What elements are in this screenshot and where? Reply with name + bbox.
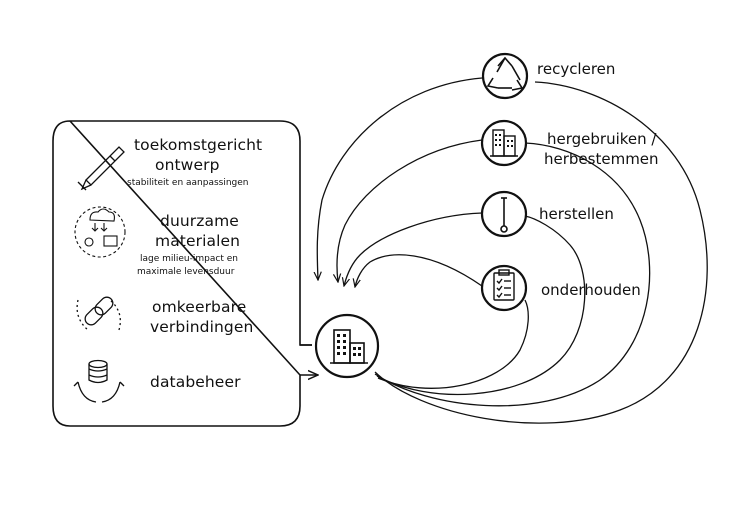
database-hands-icon xyxy=(73,359,125,403)
item1-subtitle: stabiliteit en aanpassingen xyxy=(127,178,249,188)
loop-onderhouden xyxy=(377,299,529,389)
item3-title-line2: verbindingen xyxy=(150,318,254,336)
label-onderhouden: onderhouden xyxy=(541,281,641,299)
item2-title-line1: duurzame xyxy=(160,212,239,230)
left-panel-box xyxy=(52,120,312,427)
label-hergebruiken-line2: herbestemmen xyxy=(544,150,659,168)
pen-icon xyxy=(77,146,125,191)
item1-title-line1: toekomstgericht xyxy=(134,136,263,154)
arrow-onderhouden xyxy=(355,254,483,287)
building-reuse-icon xyxy=(480,119,528,167)
item4-title: databeheer xyxy=(150,373,241,391)
cycle-loops xyxy=(317,77,708,424)
arrow-recycleren xyxy=(317,77,483,280)
item2-subtitle-line2: maximale levensduur xyxy=(137,267,235,277)
label-herstellen: herstellen xyxy=(539,205,614,223)
arrow-herstellen xyxy=(344,212,483,286)
loop-herstellen xyxy=(376,215,586,396)
clipboard-checklist-icon xyxy=(480,264,528,312)
item2-title-line2: materialen xyxy=(155,232,241,250)
wrench-icon xyxy=(480,190,528,238)
co2-materials-icon xyxy=(74,206,126,258)
item2-subtitle-line1: lage milieu-impact en xyxy=(140,254,238,264)
label-recycleren: recycleren xyxy=(537,60,616,78)
item1-title-line2: ontwerp xyxy=(155,156,220,174)
center-building xyxy=(314,313,380,379)
recycle-icon xyxy=(481,52,529,100)
loop-hergebruiken xyxy=(374,142,651,407)
building-icon xyxy=(330,329,368,364)
item3-title-line1: omkeerbare xyxy=(152,298,247,316)
arrow-hergebruiken xyxy=(337,139,483,282)
chain-link-icon xyxy=(76,296,121,331)
loop-recycleren xyxy=(374,81,708,424)
label-hergebruiken-line1: hergebruiken / xyxy=(547,130,657,148)
